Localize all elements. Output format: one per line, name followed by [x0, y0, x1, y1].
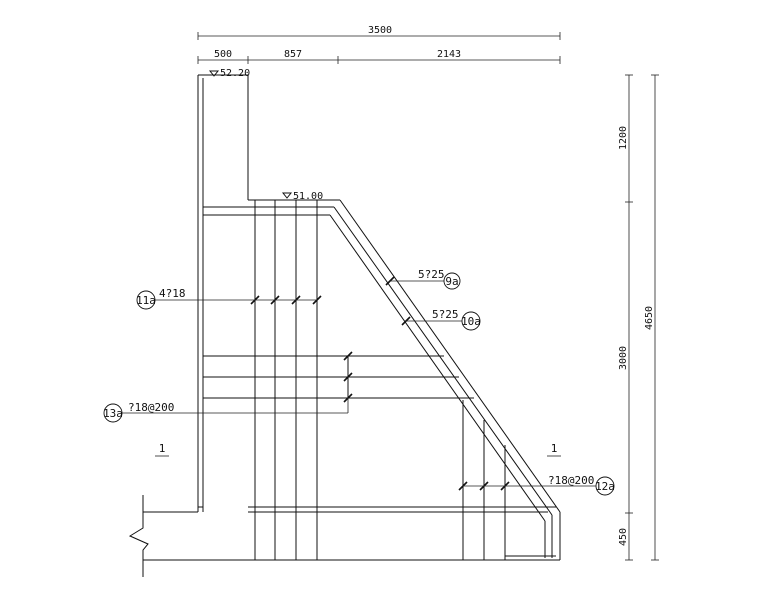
- triangle-down-icon: [281, 192, 293, 199]
- elevation-mid-value: 51.00: [293, 191, 323, 202]
- rebar-spec-10a: 5?25: [432, 308, 459, 321]
- body-slope: [339, 199, 561, 513]
- top-dimensions: 3500 500 857 2143: [197, 25, 561, 64]
- elevation-top: 52.20: [208, 68, 250, 79]
- rebar-id-10a: 10a: [461, 315, 481, 328]
- rebar-spec-11a: 4?18: [159, 287, 186, 300]
- dim-top-total: 3500: [368, 25, 392, 36]
- dim-top-seg1: 500: [214, 49, 232, 60]
- wall-outline: [128, 74, 561, 577]
- triangle-down-icon: [208, 70, 220, 77]
- rebar-tick: [343, 351, 353, 361]
- rebar-id-12a: 12a: [595, 480, 615, 493]
- label-12a: 12a ?18@200: [463, 474, 615, 496]
- dim-right-total: 4650: [644, 306, 655, 330]
- rebar-slope-2: [329, 214, 546, 522]
- section-mark-right-label: 1: [551, 442, 558, 455]
- rebar-id-9a: 9a: [445, 275, 458, 288]
- callout-circle: [461, 311, 481, 331]
- rebar-spec-9a: 5?25: [418, 268, 445, 281]
- dim-top-seg3: 2143: [437, 49, 461, 60]
- rebar-slope-1: [333, 206, 553, 516]
- rebar-id-13a: 13a: [103, 407, 123, 420]
- break-line-icon: [128, 512, 149, 560]
- section-mark-right: 1: [547, 442, 561, 457]
- rebar: [198, 200, 556, 560]
- elevation-mid: 51.00: [281, 191, 323, 202]
- label-13a: 13a ?18@200: [103, 398, 349, 423]
- label-11a: 11a 4?18: [136, 287, 317, 310]
- section-mark-left-label: 1: [159, 442, 166, 455]
- label-10a: 10a 5?25: [406, 308, 481, 331]
- dim-right-seg3: 450: [618, 528, 629, 546]
- elevation-top-value: 52.20: [220, 68, 250, 79]
- callout-circle: [136, 290, 156, 310]
- section-mark-left: 1: [155, 442, 169, 457]
- label-9a: 9a 5?25: [390, 268, 461, 290]
- callout-circle: [103, 403, 123, 423]
- dim-right-seg2: 3000: [618, 346, 629, 370]
- callout-circle: [595, 476, 615, 496]
- rebar-spec-13a: ?18@200: [128, 401, 174, 414]
- dim-top-seg2: 857: [284, 49, 302, 60]
- rebar-tick: [343, 372, 353, 382]
- right-dimensions: 1200 3000 450 4650: [618, 74, 659, 561]
- rebar-spec-12a: ?18@200: [548, 474, 594, 487]
- rebar-id-11a: 11a: [136, 294, 156, 307]
- dim-right-seg1: 1200: [618, 126, 629, 150]
- callout-circle: [443, 272, 461, 290]
